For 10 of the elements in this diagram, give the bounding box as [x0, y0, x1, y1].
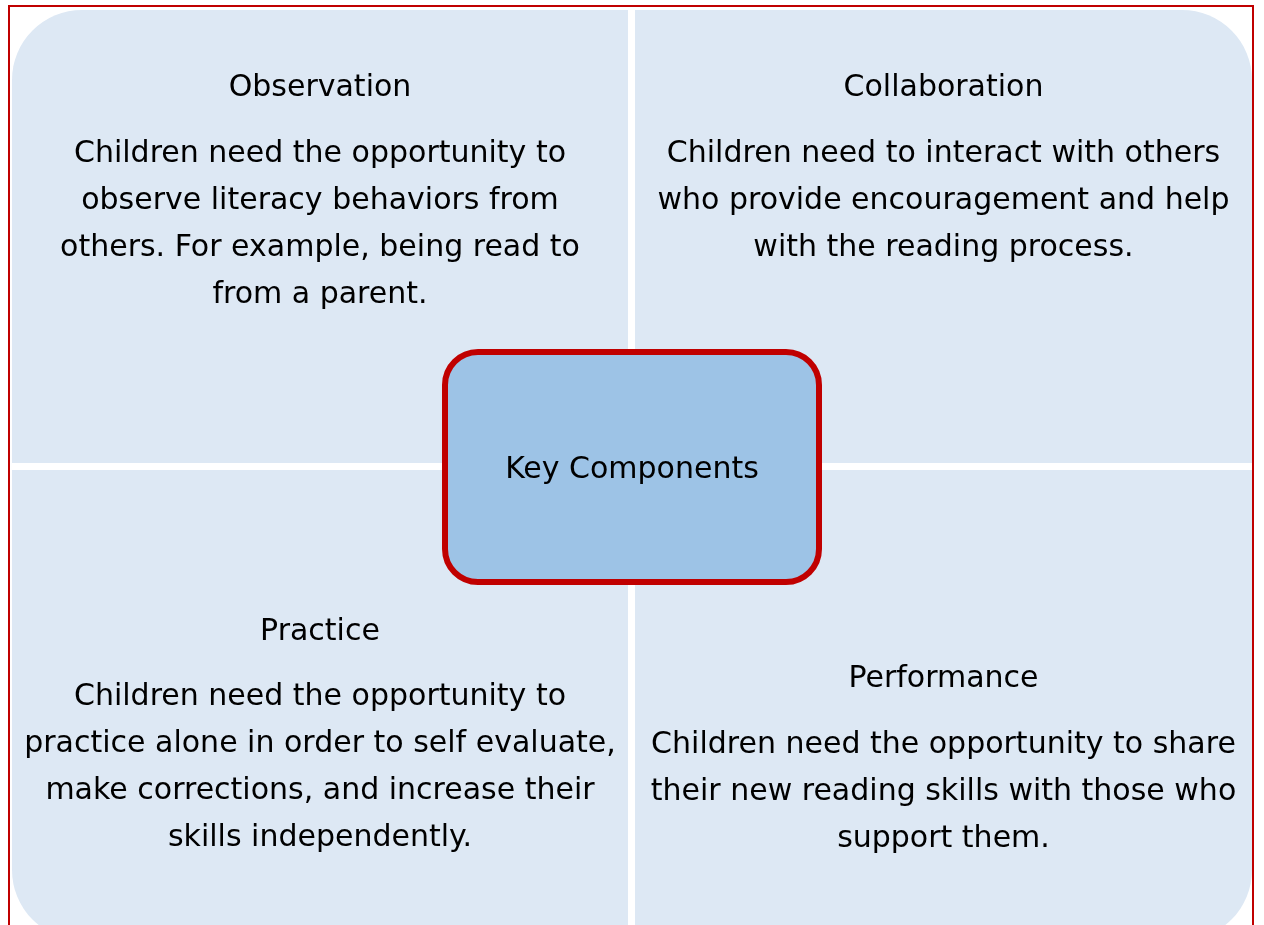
quadrant-description: Children need the opportunity to share their new reading skills with those who support them. [649, 724, 1238, 856]
quadrant-description: Children need to interact with others who provide encouragement and help with the reading process. [656, 133, 1231, 265]
center-box [442, 349, 822, 585]
quadrant-description: Children need the opportunity to practice alone in order to self evaluate, make corrections, and increase their skills independently. [24, 676, 616, 855]
quadrant-heading: Observation [227, 67, 413, 105]
quadrant-heading: Performance [847, 658, 1040, 696]
center-title: Key Components [505, 449, 759, 485]
quadrant-heading: Practice [259, 611, 381, 649]
quadrant-description: Children need the opportunity to observe literacy behaviors from others. For example, being read to from a parent. [59, 133, 581, 312]
quadrant-heading: Collaboration [842, 67, 1045, 105]
